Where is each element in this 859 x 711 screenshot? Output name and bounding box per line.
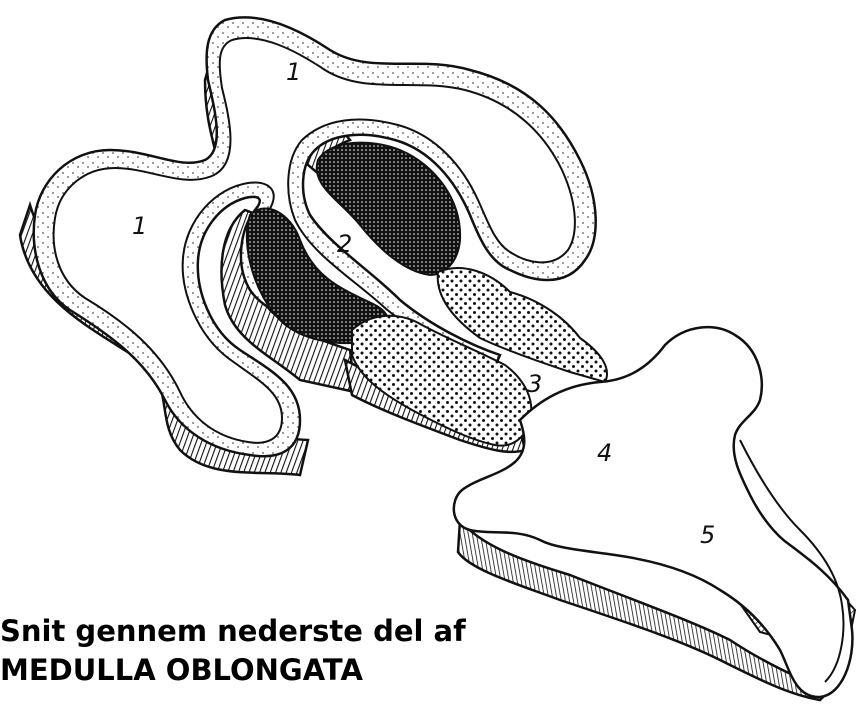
label-midbrain: 3 (527, 370, 542, 398)
caption-line-1: Snit gennem nederste del af (0, 612, 466, 651)
caption-line-2: MEDULLA OBLONGATA (0, 651, 466, 690)
label-cerebrum-upper: 1 (286, 58, 301, 86)
caption: Snit gennem nederste del af MEDULLA OBLO… (0, 612, 466, 690)
label-medulla: 5 (700, 521, 715, 549)
label-pons: 4 (597, 439, 612, 467)
label-cerebrum-left: 1 (132, 212, 147, 240)
label-diencephalon: 2 (337, 230, 352, 258)
